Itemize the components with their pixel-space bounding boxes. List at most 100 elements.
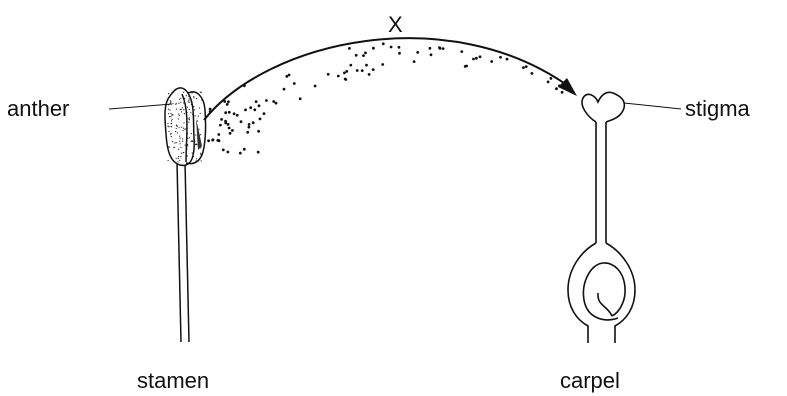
pollen-grain	[505, 57, 509, 61]
pollen-grain	[478, 55, 482, 59]
anther-stipple-dot	[181, 126, 183, 128]
pollen-grain	[349, 63, 353, 67]
anther-shape	[164, 87, 207, 167]
anther-stipple-dot	[183, 91, 185, 93]
pollen-grain	[274, 101, 278, 105]
anther-stipple-dot	[174, 142, 176, 144]
carpel-ovary	[567, 242, 636, 343]
anther-stipple-dot	[193, 106, 195, 108]
anther-stipple-dot	[187, 137, 189, 139]
anther-label: anther	[7, 96, 69, 121]
anther-stipple-dot	[179, 98, 181, 100]
pollen-grain	[247, 125, 251, 129]
anther-stipple-dot	[187, 144, 189, 146]
anther-stipple-dot	[175, 131, 177, 133]
pollen-grain	[223, 100, 227, 103]
anther-stipple-dot	[187, 101, 189, 103]
anther-stipple-dot	[180, 108, 182, 111]
pollen-grain	[555, 87, 558, 91]
anther-stipple-dot	[178, 127, 180, 129]
anther-stipple-dot	[183, 152, 185, 154]
pollen-grain	[246, 130, 250, 134]
anther-stipple-dot	[188, 95, 190, 97]
anther-stipple-dot	[189, 91, 191, 94]
anther-stipple-dot	[201, 99, 203, 101]
anther-stipple-dot	[168, 146, 171, 148]
pollen-grains	[207, 42, 564, 155]
pollen-grain	[381, 63, 385, 66]
anther-stipple-dot	[169, 100, 171, 102]
anther-stipple-dot	[167, 93, 170, 95]
pollen-grain	[438, 47, 442, 50]
anther-stipple-dot	[198, 128, 200, 130]
pollen-grain	[298, 97, 302, 101]
pollen-grain	[244, 108, 247, 112]
anther-stipple-dot	[194, 115, 196, 117]
pollen-grain	[232, 112, 236, 116]
anther-stipple-dot	[168, 126, 170, 128]
anther-stipple-dot	[200, 152, 202, 154]
anther-stipple-dot	[179, 159, 181, 161]
anther-stipple-dot	[167, 125, 169, 127]
pollen-grain	[348, 47, 351, 50]
transfer-label: X	[388, 12, 403, 37]
pollen-grain	[292, 82, 296, 85]
pollen-grain	[217, 133, 221, 136]
anther-stipple-dot	[200, 91, 202, 93]
anther-stipple-dot	[178, 113, 180, 115]
anther-stipple-dot	[196, 158, 198, 160]
pollen-grain	[226, 150, 230, 154]
stamen-filament	[176, 161, 190, 343]
anther-stipple-dot	[184, 97, 186, 100]
anther-stipple-dot	[200, 153, 202, 156]
pollen-grain	[251, 121, 255, 125]
anther-stipple-dot	[172, 103, 174, 105]
anther-stipple-dot	[186, 112, 188, 114]
anther-stipple-dot	[176, 125, 178, 127]
anther-stipple-dot	[193, 139, 196, 142]
pollen-grain	[285, 75, 289, 78]
anther-stipple-dot	[197, 115, 199, 117]
anther-stipple-dot	[175, 103, 177, 105]
anther-stipple-dot	[187, 145, 189, 147]
anther-stipple-dot	[190, 103, 192, 105]
carpel	[567, 91, 636, 343]
anther-stipple-dot	[186, 155, 188, 157]
pollen-grain	[472, 57, 475, 61]
anther-stipple-dot	[170, 132, 172, 134]
pollen-grain	[460, 50, 464, 53]
anther-stipple-dot	[170, 133, 172, 135]
anther-stipple-dot	[180, 156, 182, 158]
pollen-grain	[247, 123, 251, 126]
anther-stipple-dot	[180, 146, 182, 148]
anther-stipple-dot	[180, 101, 182, 103]
pollen-grain	[412, 60, 416, 63]
anther-stipple-dot	[178, 114, 180, 117]
stamen	[164, 87, 207, 343]
pollen-grain	[207, 139, 211, 143]
anther-stipple-dot	[168, 130, 170, 133]
anther-stipple-dot	[174, 146, 176, 148]
anther-stipple-dot	[175, 157, 177, 159]
pollen-grain	[282, 87, 286, 91]
anther-stipple-dot	[171, 141, 174, 143]
pollen-grain	[336, 74, 340, 78]
pollen-grain	[428, 46, 432, 50]
pollen-grain	[239, 120, 243, 124]
pollen-grain	[211, 138, 215, 142]
anther-stipple-dot	[171, 118, 173, 120]
anther-stipple-dot	[188, 121, 190, 123]
anther-stipple-dot	[178, 148, 180, 150]
carpel-ovule	[582, 262, 626, 321]
anther-stipple-dot	[192, 140, 194, 142]
anther-stipple-dot	[188, 108, 190, 110]
anther-stipple-dot	[191, 152, 193, 154]
anther-stipple-dot	[188, 98, 190, 100]
anther-stipple-dot	[200, 160, 202, 162]
anther-stipple-dot	[175, 127, 177, 130]
anther-stipple-dot	[185, 108, 187, 110]
pollen-grain	[371, 68, 375, 71]
pollen-grain	[208, 107, 212, 111]
anther-pointer	[108, 103, 173, 110]
pollen-grain	[257, 129, 260, 133]
